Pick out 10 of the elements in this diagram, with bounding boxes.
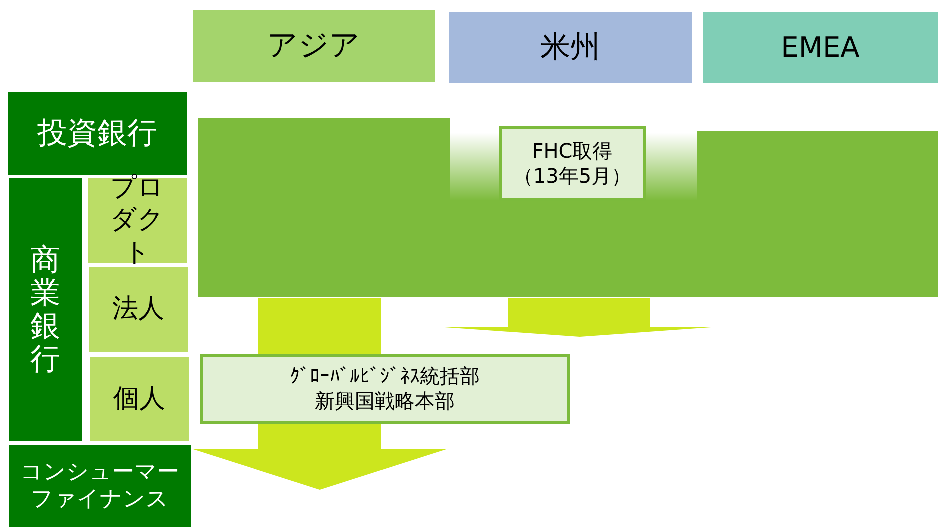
column-header: EMEA bbox=[703, 12, 938, 83]
row-header: コンシューマーファイナンス bbox=[9, 445, 191, 527]
row-header: 投資銀行 bbox=[8, 92, 187, 175]
milestone-box: FHC取得（13年5月） bbox=[499, 126, 646, 201]
row-subheader: 個人 bbox=[90, 357, 189, 441]
row-header: 商業銀行 bbox=[9, 178, 82, 441]
department-box: ｸﾞﾛｰﾊﾞﾙﾋﾞｼﾞﾈｽ統括部 新興国戦略本部 bbox=[200, 354, 570, 424]
row-subheader: 法人 bbox=[89, 267, 188, 352]
column-header: 米州 bbox=[449, 12, 692, 83]
column-header: アジア bbox=[193, 10, 435, 82]
